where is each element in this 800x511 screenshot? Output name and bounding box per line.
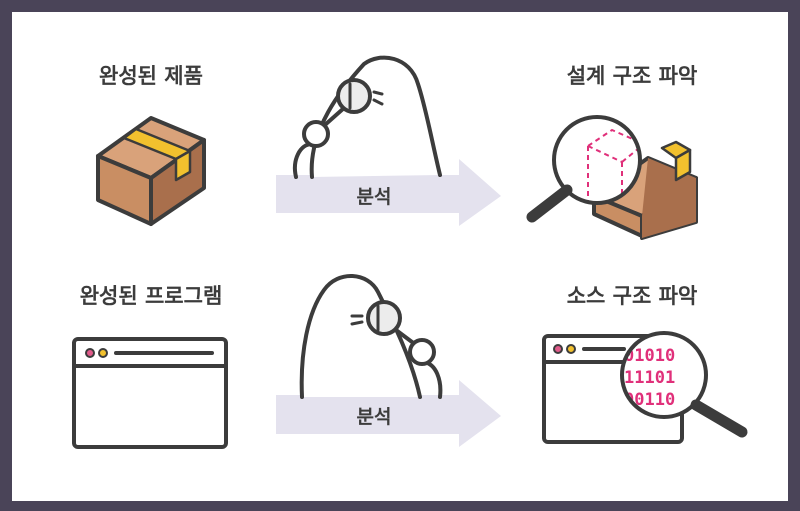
product-box-icon <box>96 116 206 226</box>
svg-text:01010: 01010 <box>624 346 675 366</box>
inspector-character-icon <box>293 55 442 179</box>
analysis-label-top: 분석 <box>356 186 392 208</box>
diagram-graphics: 01010 11101 00110 <box>72 55 748 449</box>
svg-text:11101: 11101 <box>624 368 675 388</box>
magnifier-icon-top <box>526 115 642 223</box>
box-structure-icon <box>592 140 698 240</box>
source-structure-label: 소스 구조 파악 <box>566 284 698 308</box>
design-structure-label: 설계 구조 파악 <box>566 64 698 88</box>
inspector-character-mirrored-icon <box>299 274 443 399</box>
analysis-label-bottom: 분석 <box>356 406 392 428</box>
finished-program-label: 완성된 프로그램 <box>79 284 223 308</box>
finished-product-label: 완성된 제품 <box>99 64 203 88</box>
magnifier-icon-bottom: 01010 11101 00110 <box>620 331 748 438</box>
diagram-canvas: 01010 11101 00110 완성된 제품 설계 구조 파악 분석 완성된… <box>12 12 788 501</box>
program-window-icon <box>72 337 228 449</box>
